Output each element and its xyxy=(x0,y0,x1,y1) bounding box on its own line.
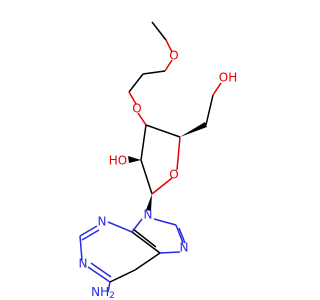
bond-c2-c1 xyxy=(140,159,153,195)
bond-c8-n7 xyxy=(175,224,184,244)
bonds xyxy=(79,21,222,293)
wedge-c1-n9 xyxy=(146,194,152,211)
bond-c5-oh xyxy=(212,82,222,96)
bond-c5p-c4p xyxy=(131,231,161,254)
bond-c6-c5p xyxy=(109,269,136,283)
wedge-c4-c5 xyxy=(180,122,207,137)
molecule-structure: O O HO O OH N N N N NH2 xyxy=(79,21,238,300)
bond-c2p-n1 xyxy=(79,235,83,261)
bond-n1-c6 xyxy=(87,266,111,283)
atom-nh2: NH2 xyxy=(91,285,115,300)
atom-oh-5: OH xyxy=(219,71,237,85)
atom-n7: N xyxy=(180,241,189,255)
bond-o-c3 xyxy=(137,112,147,126)
atom-n9: N xyxy=(144,208,153,222)
bond-c4p-n9 xyxy=(131,218,143,233)
atom-o-ring: O xyxy=(169,168,178,182)
atom-labels: O O HO O OH N N N N NH2 xyxy=(79,49,238,300)
bond-oring-c4 xyxy=(176,136,181,171)
bond-c3-c2 xyxy=(140,124,147,161)
bond-c3-c4 xyxy=(145,124,181,138)
wedge-c2-oh xyxy=(128,156,141,163)
atom-o-ether: O xyxy=(132,102,141,116)
atom-n1: N xyxy=(79,257,88,271)
bond-n7-c5p xyxy=(159,251,181,254)
atom-o-methoxy: O xyxy=(169,49,178,63)
bond-c-o-ether xyxy=(128,91,137,105)
bond-c4p-n3 xyxy=(107,221,133,233)
atom-n3: N xyxy=(98,215,107,229)
bond-c1-oring xyxy=(151,177,173,195)
bond-n9-c8 xyxy=(153,218,177,226)
bond-c6-nh2 xyxy=(107,281,111,293)
atom-oh-2: HO xyxy=(109,154,127,168)
bond-n3-c2p xyxy=(79,225,98,237)
bond-o-c-methoxy xyxy=(164,59,173,72)
bond-c-o-methoxy xyxy=(165,39,173,53)
